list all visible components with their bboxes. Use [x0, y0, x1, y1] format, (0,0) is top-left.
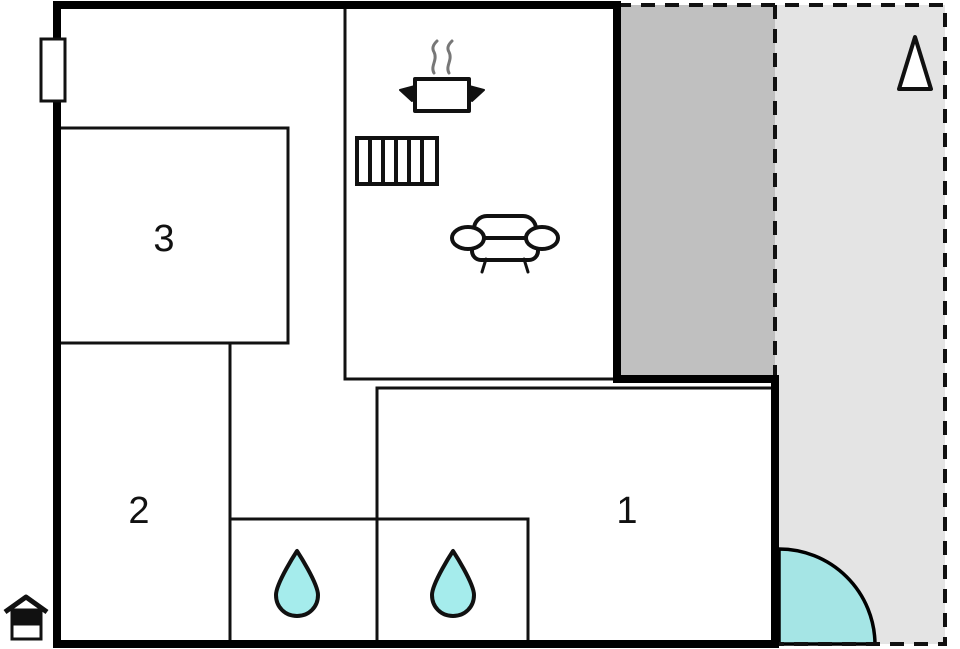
water-drop-left-icon — [274, 549, 320, 618]
exterior-wall-outline — [53, 1, 779, 648]
entrance-marker-icon — [3, 594, 49, 641]
pot-handle-right — [468, 85, 485, 102]
radiator-icon — [355, 136, 439, 186]
pot-handle-left — [399, 85, 416, 102]
entrance-body-lower — [10, 622, 43, 641]
sofa-leg-left — [480, 257, 488, 274]
room-number-3: 3 — [153, 218, 174, 260]
interior-walls-group — [55, 3, 777, 646]
pool-shape — [777, 547, 877, 646]
north-arrow-icon — [897, 35, 933, 91]
sofa-leg-right — [522, 257, 530, 274]
north-arrow-shape — [897, 35, 933, 91]
pot-body — [413, 77, 471, 113]
entrance-body-upper — [10, 608, 43, 626]
room-number-1: 1 — [616, 490, 637, 532]
room-number-group: 3 2 1 — [128, 218, 637, 532]
sofa-arm-right — [524, 225, 560, 251]
exterior-walls-group — [53, 1, 779, 648]
water-drop-left-shape — [274, 549, 320, 618]
water-drop-right-shape — [430, 549, 476, 618]
window-icon — [39, 37, 67, 103]
entrance-roof — [3, 594, 49, 615]
room-number-2: 2 — [128, 490, 149, 532]
building-floor-fill — [57, 5, 775, 644]
water-drop-right-icon — [430, 549, 476, 618]
plot-boundary-path — [617, 3, 947, 646]
sofa-icon — [450, 214, 560, 274]
building-floor-group — [57, 5, 775, 644]
pot-steam-right — [446, 39, 454, 75]
terrace-gray-area — [617, 5, 775, 379]
wall-bathrooms-box — [228, 517, 530, 646]
sofa-arm-left — [450, 225, 486, 251]
cooking-pot-icon — [399, 39, 485, 113]
pool-group — [777, 547, 877, 646]
window-group — [39, 37, 67, 103]
pot-steam-left — [431, 39, 439, 75]
